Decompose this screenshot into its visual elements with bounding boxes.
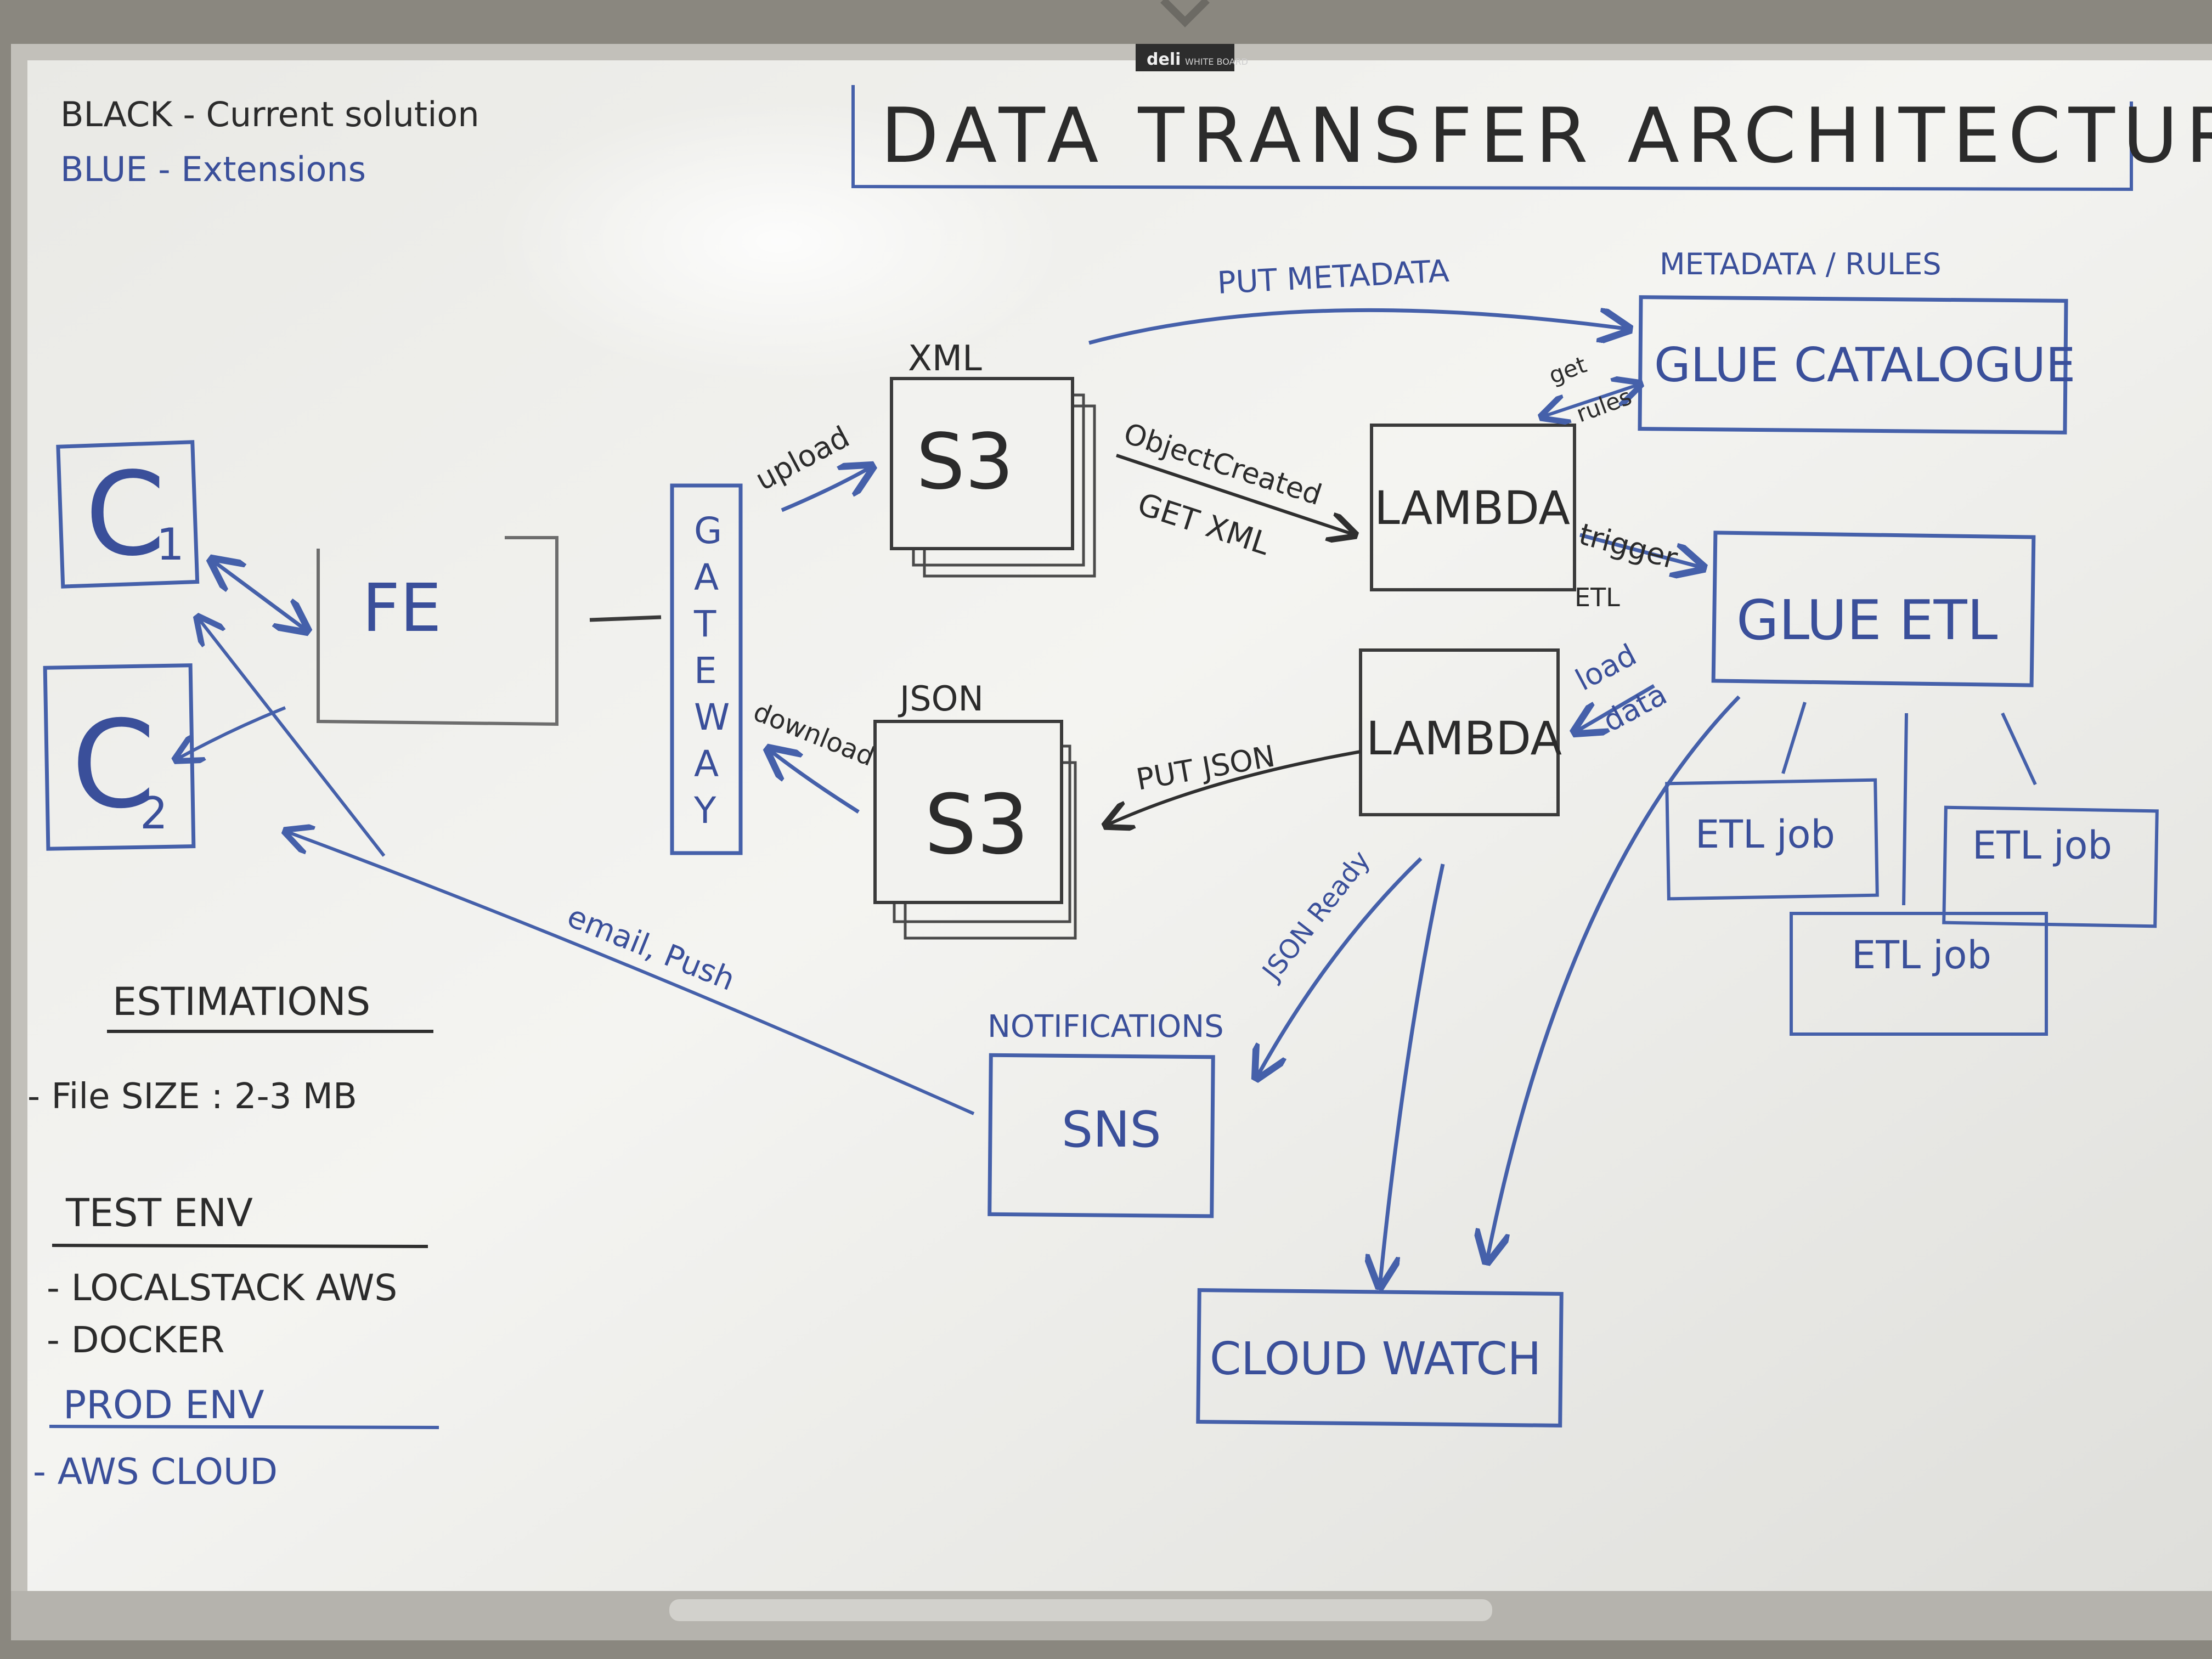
- estimations-title: ESTIMATIONS: [112, 979, 370, 1024]
- edge-lambda-cloudwatch: [1380, 864, 1445, 1286]
- s3-json-label: S3: [924, 777, 1029, 873]
- node-sns: NOTIFICATIONS SNS: [988, 1009, 1224, 1218]
- s3-xml-label: S3: [916, 417, 1014, 507]
- node-s3-xml: XML S3: [890, 338, 1096, 578]
- edge-download: [768, 749, 860, 814]
- etl-job-1-label: ETL job: [1695, 812, 1835, 857]
- edge-trigger-label-2: ETL: [1575, 583, 1620, 612]
- etl-job-3-label: ETL job: [1852, 933, 1991, 978]
- s3-json-header: JSON: [898, 679, 984, 719]
- edge-notify-c1: [198, 617, 386, 857]
- marker-tray-rail: [669, 1599, 1492, 1621]
- sns-label: SNS: [1062, 1101, 1161, 1159]
- edge-c1-fe: [211, 560, 307, 631]
- glue-etl-label: GLUE ETL: [1736, 588, 1998, 652]
- s3-xml-header: XML: [908, 338, 982, 379]
- lambda-top-label: LAMBDA: [1374, 481, 1570, 535]
- cloudwatch-label: CLOUD WATCH: [1210, 1333, 1541, 1385]
- gateway-letter: A: [694, 556, 719, 599]
- edge-json-ready: [1256, 857, 1423, 1078]
- c2-label: C: [71, 695, 156, 835]
- hanger-wire: [1160, 0, 1210, 27]
- node-c1: C 1: [56, 440, 200, 589]
- diagram-title: DATA TRANSFER ARCHITECTURE: [881, 92, 2212, 180]
- node-c2: C 2: [43, 663, 196, 851]
- board-surface: [27, 60, 2212, 1624]
- node-etl-job-3: ETL job: [1790, 912, 2048, 1036]
- light-glare: [494, 99, 1064, 384]
- node-etl-job-1: ETL job: [1665, 778, 1879, 901]
- test-env-item: - LOCALSTACK AWS: [47, 1267, 397, 1309]
- brand-badge: [1136, 44, 1234, 71]
- title-frame: [851, 85, 2133, 191]
- node-s3-json: JSON S3: [873, 679, 1077, 940]
- test-env-underline: [52, 1244, 428, 1248]
- gateway-letter: E: [694, 650, 717, 692]
- c1-label: C: [85, 447, 166, 582]
- node-cloudwatch: CLOUD WATCH: [1196, 1288, 1564, 1427]
- gateway-letter: G: [694, 510, 722, 552]
- edge-put-metadata: [1088, 310, 1629, 343]
- gateway-letter: W: [694, 696, 730, 738]
- gateway-letter: T: [693, 603, 716, 645]
- edge-fe-gateway: [589, 615, 662, 622]
- node-glue-etl: GLUE ETL: [1711, 531, 2036, 687]
- test-env-title: TEST ENV: [65, 1190, 253, 1235]
- edge-etl-job-3: [1902, 713, 1908, 906]
- node-etl-job-2: ETL job: [1942, 805, 2159, 928]
- c2-subscript: 2: [140, 788, 168, 839]
- brand-sub: WHITE BOARD: [1185, 57, 1248, 67]
- gateway-letter: A: [694, 743, 719, 785]
- edge-upload: [781, 466, 872, 512]
- node-glue-catalogue: METADATA / RULES GLUE CATALOGUE: [1638, 247, 2075, 435]
- edge-load-data: [1575, 684, 1655, 732]
- c1-subscript: 1: [156, 519, 184, 570]
- edge-glue-cloudwatch: [1487, 695, 1741, 1262]
- brand-label: deli: [1147, 50, 1181, 69]
- prod-env-item: - AWS CLOUD: [33, 1451, 278, 1493]
- estimations-file-size: - File SIZE : 2-3 MB: [27, 1076, 357, 1117]
- prod-env-underline: [49, 1425, 439, 1429]
- legend-blue: BLUE - Extensions: [60, 149, 366, 189]
- etl-job-2-label: ETL job: [1972, 823, 2112, 868]
- edge-etl-job-2: [2001, 712, 2037, 786]
- prod-env-title: PROD ENV: [63, 1383, 264, 1427]
- edge-trigger-etl: [1579, 533, 1703, 568]
- glue-catalogue-label: GLUE CATALOGUE: [1654, 338, 2075, 393]
- edge-put-json: [1105, 750, 1361, 826]
- lambda-bottom-label: LAMBDA: [1366, 712, 1562, 765]
- node-fe: FE: [317, 536, 558, 726]
- node-lambda-bottom: LAMBDA: [1359, 648, 1562, 816]
- legend-black: BLACK - Current solution: [60, 94, 479, 134]
- glue-catalogue-header: METADATA / RULES: [1660, 247, 1942, 281]
- edge-etl-job-1: [1781, 702, 1807, 774]
- sns-header: NOTIFICATIONS: [988, 1009, 1224, 1045]
- node-lambda-top: LAMBDA: [1370, 424, 1576, 591]
- edge-get-rules: [1542, 384, 1640, 417]
- edge-email-push: [285, 831, 975, 1115]
- gateway-letter: Y: [693, 789, 716, 832]
- test-env-item: - DOCKER: [47, 1319, 225, 1361]
- fe-label: FE: [362, 571, 442, 647]
- edge-s3-lambda: [1116, 454, 1355, 535]
